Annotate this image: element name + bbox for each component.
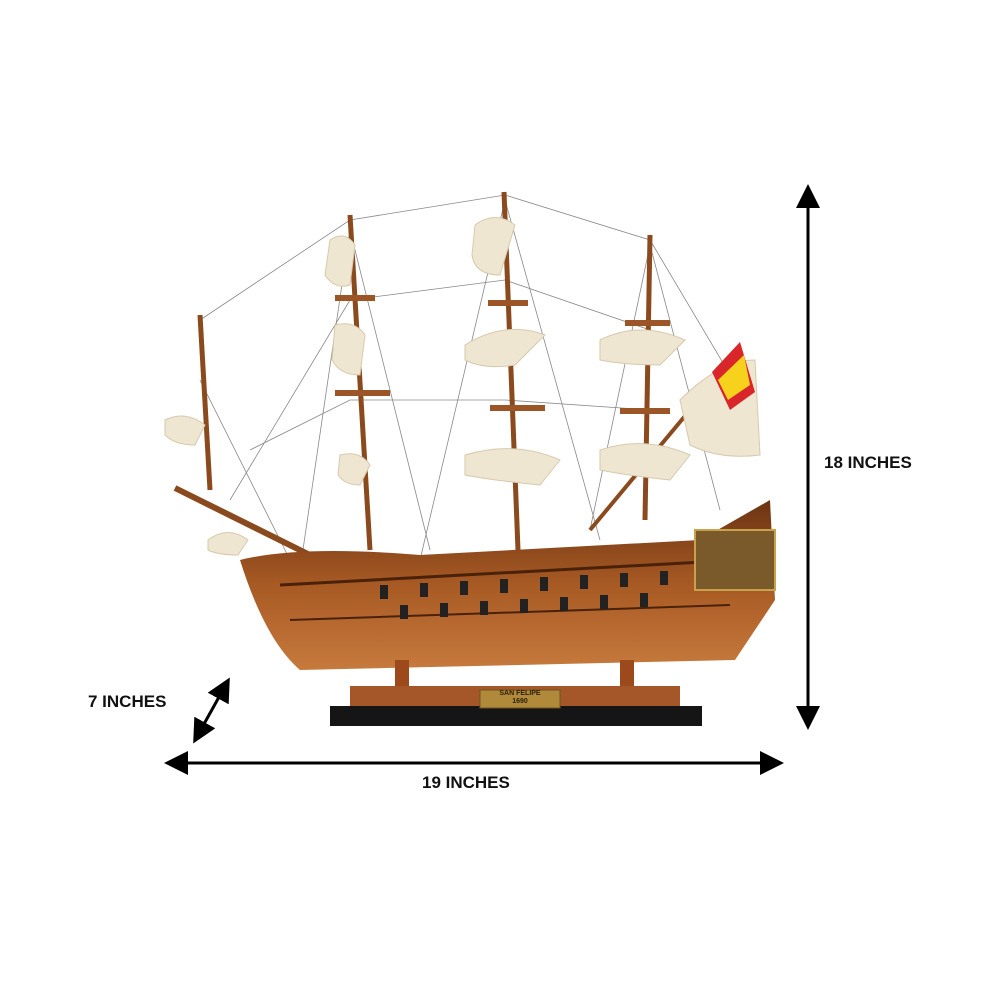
stand [330, 660, 702, 726]
furled-sails [164, 217, 761, 556]
height-label: 18 INCHES [824, 453, 912, 472]
plaque-text: SAN FELIPE 1690 [499, 690, 541, 705]
masts [173, 191, 717, 568]
depth-arrow [193, 677, 230, 744]
depth-label: 7 INCHES [88, 692, 167, 711]
tops [335, 295, 670, 414]
flag [712, 342, 755, 410]
dimension-arrows [164, 184, 820, 775]
gunports [380, 571, 668, 619]
stern-gallery [694, 529, 776, 591]
width-label: 19 INCHES [422, 773, 510, 792]
